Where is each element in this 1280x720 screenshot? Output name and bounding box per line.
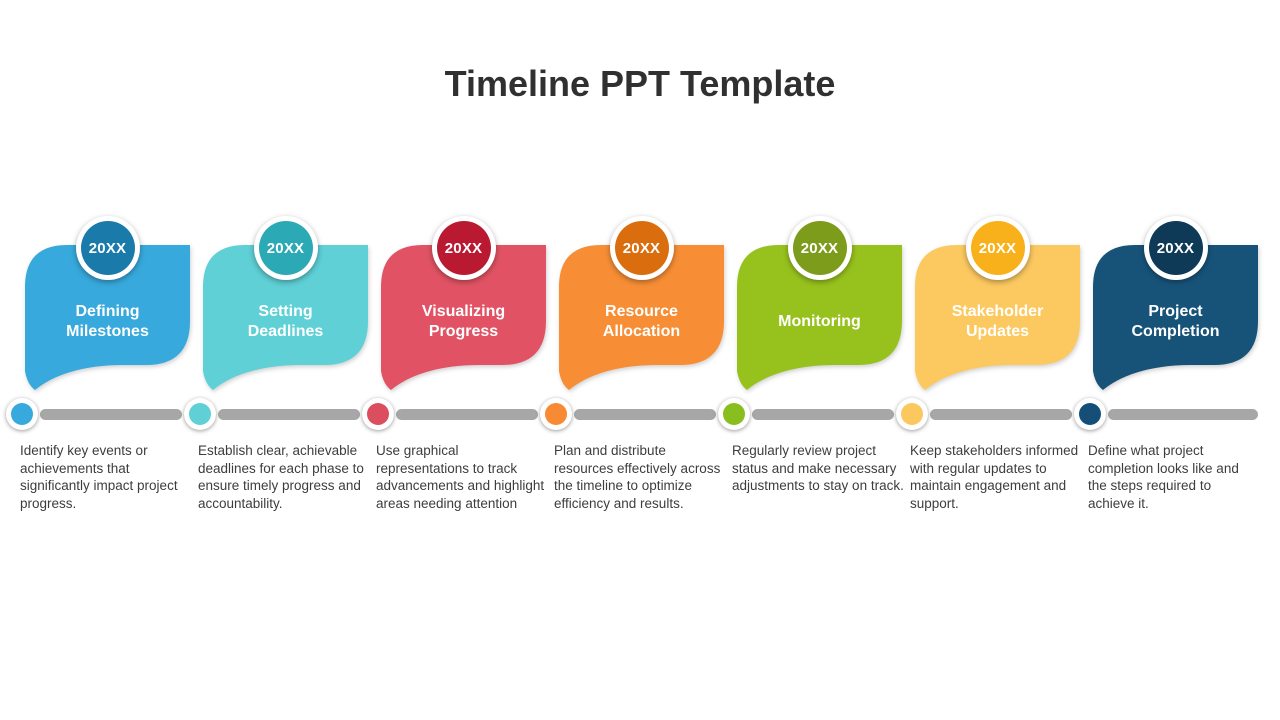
timeline-dot bbox=[184, 398, 216, 430]
year-badge: 20XX bbox=[787, 216, 852, 280]
timeline-dot-fill bbox=[189, 403, 211, 425]
milestone-description: Establish clear, achievable deadlines fo… bbox=[198, 443, 364, 511]
milestone-title: Visualizing Progress bbox=[421, 303, 506, 340]
timeline-item: 20XX Monitoring Regularly review project… bbox=[718, 216, 908, 686]
year-badge: 20XX bbox=[609, 216, 674, 280]
milestone-title: Project Completion bbox=[1131, 303, 1220, 340]
milestone-title: Defining Milestones bbox=[66, 303, 149, 340]
timeline-dot bbox=[718, 398, 750, 430]
milestone-description: Use graphical representations to track a… bbox=[376, 443, 545, 511]
year-badge: 20XX bbox=[431, 216, 496, 280]
year-badge: 20XX bbox=[75, 216, 140, 280]
year-badge: 20XX bbox=[1143, 216, 1208, 280]
timeline-dot-fill bbox=[723, 403, 745, 425]
milestone-bubble-shape bbox=[559, 245, 724, 390]
timeline-dot-fill bbox=[545, 403, 567, 425]
year-label: 20XX bbox=[1156, 239, 1195, 257]
timeline-item: 20XX Resource Allocation Plan and distri… bbox=[540, 216, 730, 686]
timeline-dot bbox=[362, 398, 394, 430]
timeline-connector bbox=[752, 409, 894, 420]
timeline-dot-fill bbox=[367, 403, 389, 425]
milestone-description: Plan and distribute resources effectivel… bbox=[554, 443, 721, 511]
timeline-dot-fill bbox=[11, 403, 33, 425]
year-label: 20XX bbox=[88, 239, 127, 257]
year-badge-circle: 20XX bbox=[1148, 221, 1203, 275]
timeline-item: 20XX Setting Deadlines Establish clear, … bbox=[184, 216, 374, 686]
timeline-connector bbox=[1108, 409, 1258, 420]
year-label: 20XX bbox=[800, 239, 839, 257]
milestone-description: Regularly review project status and make… bbox=[732, 443, 904, 493]
milestone-title: Monitoring bbox=[778, 313, 861, 330]
timeline-dot bbox=[6, 398, 38, 430]
timeline-item: 20XX Stakeholder Updates Keep stakeholde… bbox=[896, 216, 1086, 686]
milestone-description: Define what project completion looks lik… bbox=[1088, 443, 1239, 511]
timeline-dot-fill bbox=[901, 403, 923, 425]
year-badge-circle: 20XX bbox=[970, 221, 1025, 275]
milestone-description: Identify key events or achievements that… bbox=[20, 443, 178, 511]
year-badge-circle: 20XX bbox=[436, 221, 491, 275]
milestone-bubble-shape bbox=[203, 245, 368, 390]
timeline-connector bbox=[40, 409, 182, 420]
timeline-dot bbox=[1074, 398, 1106, 430]
timeline-connector bbox=[218, 409, 360, 420]
timeline-connector bbox=[574, 409, 716, 420]
year-badge-circle: 20XX bbox=[80, 221, 135, 275]
year-label: 20XX bbox=[266, 239, 305, 257]
year-label: 20XX bbox=[622, 239, 661, 257]
year-label: 20XX bbox=[978, 239, 1017, 257]
year-badge-circle: 20XX bbox=[792, 221, 847, 275]
year-badge: 20XX bbox=[253, 216, 318, 280]
timeline-connector bbox=[930, 409, 1072, 420]
milestone-title: Resource Allocation bbox=[602, 303, 681, 340]
milestone-title: Setting Deadlines bbox=[247, 303, 324, 340]
year-badge-circle: 20XX bbox=[614, 221, 669, 275]
timeline-dot-fill bbox=[1079, 403, 1101, 425]
timeline-item: 20XX Project Completion Define what proj… bbox=[1074, 216, 1264, 686]
year-badge: 20XX bbox=[965, 216, 1030, 280]
timeline-connector bbox=[396, 409, 538, 420]
timeline-dot bbox=[896, 398, 928, 430]
milestone-title: Stakeholder Updates bbox=[951, 303, 1044, 340]
slide-title: Timeline PPT Template bbox=[444, 63, 836, 104]
milestone-bubble-shape bbox=[1093, 245, 1258, 390]
milestone-bubble-shape bbox=[737, 245, 902, 390]
milestone-bubble-shape bbox=[381, 245, 546, 390]
year-label: 20XX bbox=[444, 239, 483, 257]
timeline-item: 20XX Visualizing Progress Use graphical … bbox=[362, 216, 552, 686]
timeline-item: 20XX Defining Milestones Identify key ev… bbox=[6, 216, 196, 686]
milestone-bubble-shape bbox=[915, 245, 1080, 390]
milestone-description: Keep stakeholders informed with regular … bbox=[910, 443, 1079, 511]
milestone-bubble-shape bbox=[25, 245, 190, 390]
timeline-dot bbox=[540, 398, 572, 430]
year-badge-circle: 20XX bbox=[258, 221, 313, 275]
